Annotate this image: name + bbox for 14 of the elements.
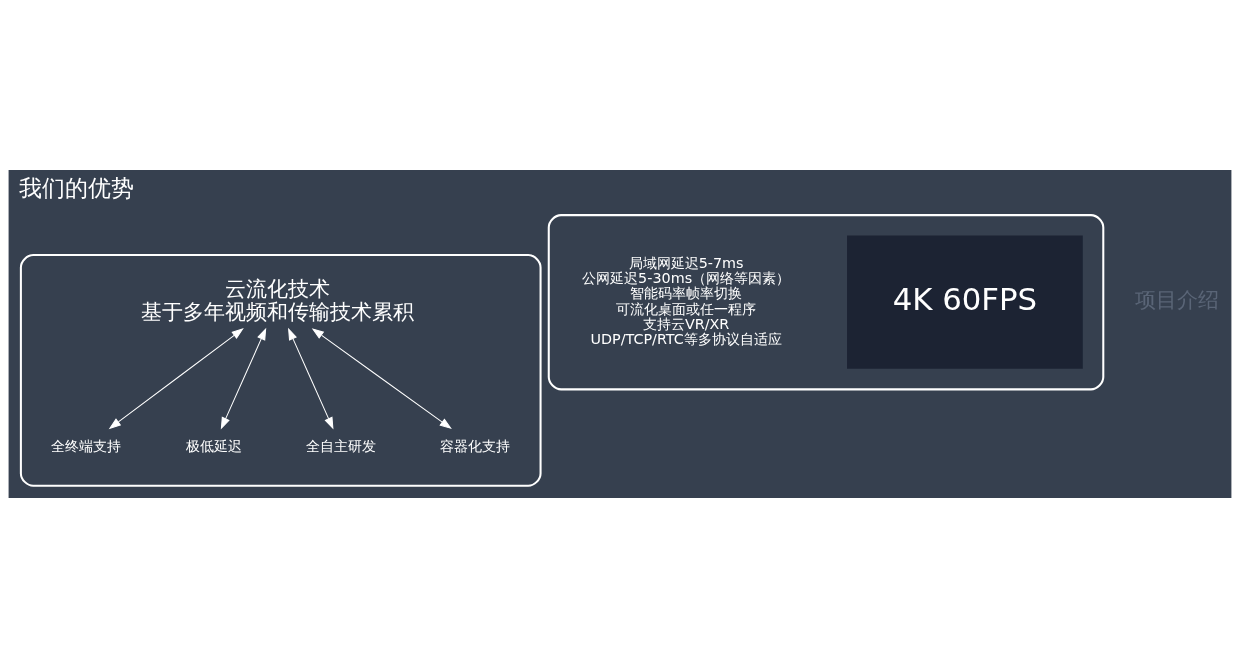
node-text: 全自主研发 bbox=[305, 437, 376, 454]
arrow bbox=[220, 327, 267, 430]
arrow bbox=[311, 328, 452, 430]
cluster bbox=[19, 254, 542, 487]
node-text: 局域网延迟5-7ms 公网延迟5-30ms（网络等因素） 智能码率帧率切换 可流化桌面或任一程序 支持云VR/XR UDP/TCP/RTC等多协议自适应 bbox=[582, 254, 791, 348]
diagram-title: 我们的优势 bbox=[19, 175, 135, 202]
node-text: 全终端支持 bbox=[51, 437, 122, 454]
node-text: 云流化技术 基于多年视频和传输技术累积 bbox=[140, 277, 414, 324]
node-text: 容器化支持 bbox=[439, 437, 510, 454]
node-box: 4K 60FPS bbox=[847, 235, 1083, 369]
node-text: 极低延迟 bbox=[185, 437, 242, 454]
arrow bbox=[288, 327, 334, 430]
cluster bbox=[547, 214, 1105, 391]
arrow bbox=[108, 328, 244, 430]
